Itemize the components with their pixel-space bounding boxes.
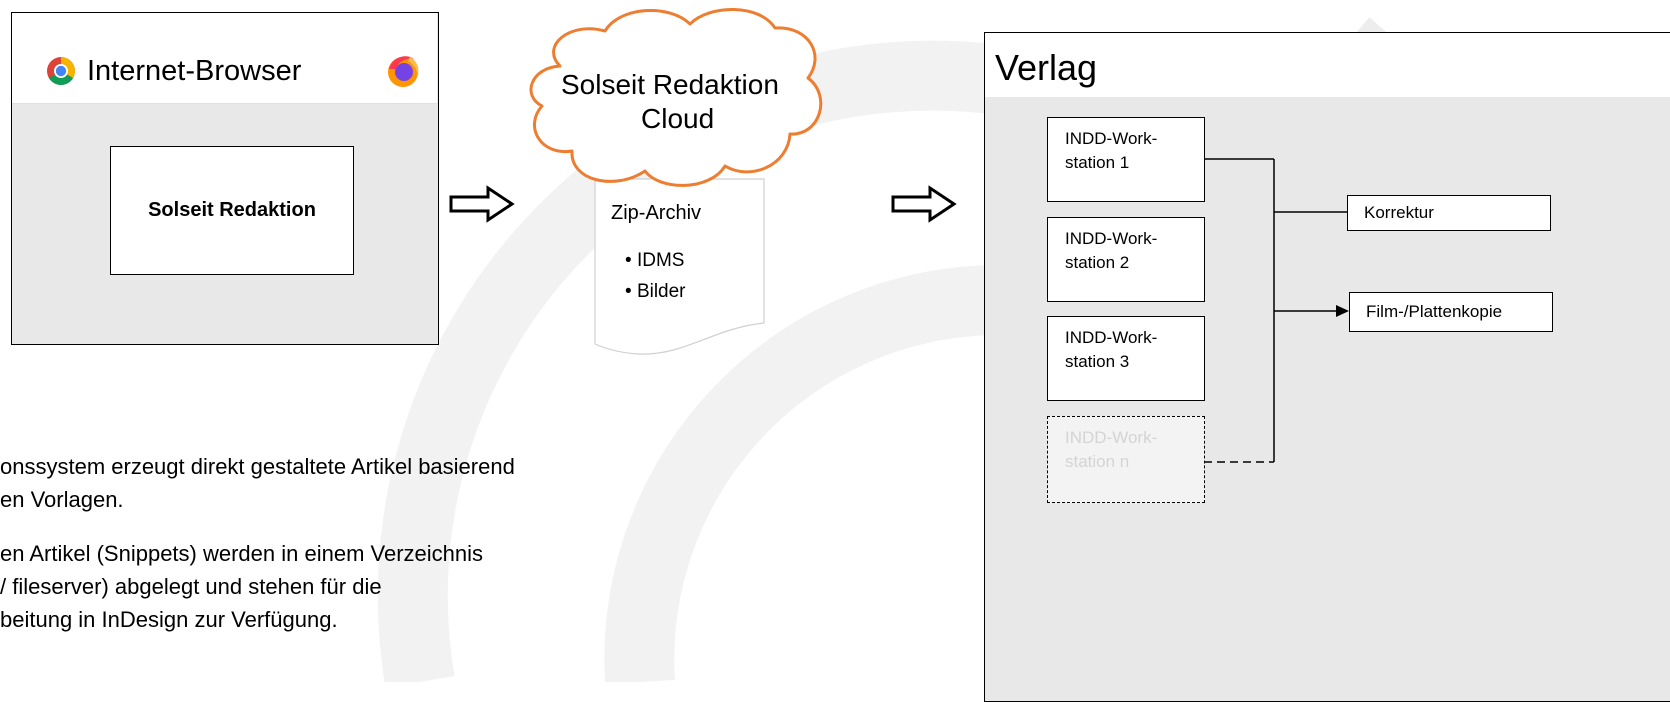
korrektur-label: Korrektur [1364, 203, 1434, 222]
workstation-3: INDD-Work- station 3 [1047, 316, 1205, 401]
workstation-label-line1: INDD-Work- [1065, 229, 1158, 248]
workstation-label-line1: INDD-Work- [1065, 328, 1158, 347]
workstation-label-line1: INDD-Work- [1065, 129, 1158, 148]
workstation-label-line2: station 2 [1065, 253, 1130, 272]
archive-item: • IDMS [625, 250, 684, 272]
archive-item-label: IDMS [636, 250, 685, 271]
archive-item: • Bilder [625, 281, 686, 303]
verlag-title: Verlag [995, 47, 1098, 88]
bullet: • [625, 250, 637, 271]
workstation-2: INDD-Work- station 2 [1047, 217, 1205, 302]
browser-panel: Internet-Browser Solseit Redaktion [11, 12, 439, 345]
cloud-shape: Solseit Redaktion Cloud [520, 6, 830, 188]
browser-title: Internet-Browser [87, 55, 302, 87]
note-line: / fileserver) abgelegt und stehen für di… [0, 574, 382, 599]
browser-header: Internet-Browser [12, 13, 437, 104]
solseit-redaktion-label: Solseit Redaktion [148, 199, 316, 221]
notes: onssystem erzeugt direkt gestaltete Arti… [0, 450, 660, 636]
firefox-icon [384, 51, 422, 94]
bullet: • [625, 281, 637, 302]
verlag-header [985, 33, 1670, 97]
note-line: en Vorlagen. [0, 487, 124, 512]
workstation-n: INDD-Work- station n [1047, 416, 1205, 503]
arrow-right-2 [891, 185, 957, 223]
workstation-label-line2: station 3 [1065, 352, 1130, 371]
workstation-label-line1: INDD-Work- [1065, 428, 1158, 447]
zip-archive-title: Zip-Archiv [611, 202, 702, 224]
arrow-right-1 [449, 185, 515, 223]
plattenkopie-box: Film-/Plattenkopie [1349, 292, 1553, 332]
archive-item-label: Bilder [636, 281, 686, 302]
korrektur-box: Korrektur [1347, 195, 1551, 231]
workstation-label-line2: station n [1065, 452, 1130, 471]
workstation-1: INDD-Work- station 1 [1047, 117, 1205, 202]
solseit-redaktion-box: Solseit Redaktion [110, 146, 354, 275]
note-line: onssystem erzeugt direkt gestaltete Arti… [0, 454, 515, 479]
cloud-label-line2: Cloud [641, 103, 715, 134]
chrome-icon [46, 56, 76, 91]
note-line: beitung in InDesign zur Verfügung. [0, 607, 338, 632]
plattenkopie-label: Film-/Plattenkopie [1366, 302, 1503, 321]
workstation-label-line2: station 1 [1065, 153, 1130, 172]
cloud-label-line1: Solseit Redaktion [561, 69, 779, 100]
zip-archive-document: Zip-Archiv • IDMS • Bilder [594, 178, 766, 356]
note-line: en Artikel (Snippets) werden in einem Ve… [0, 541, 484, 566]
